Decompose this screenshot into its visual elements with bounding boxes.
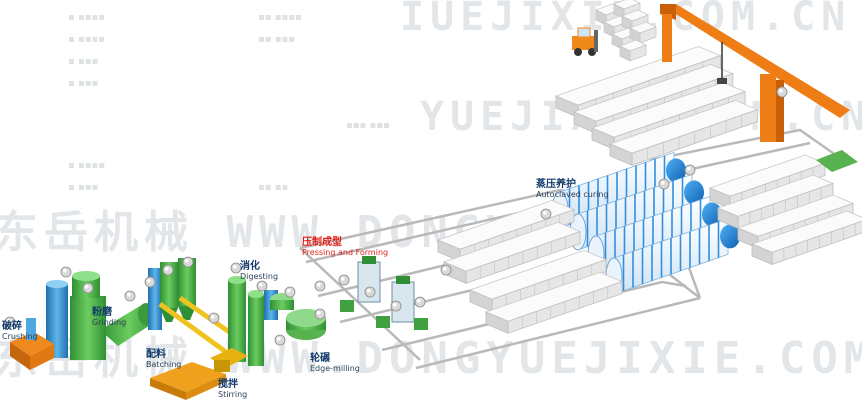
forklift-icon bbox=[572, 27, 598, 56]
process-number-badge-icon bbox=[658, 178, 670, 190]
autoclave-group bbox=[551, 151, 740, 295]
process-number-badge-icon bbox=[82, 282, 94, 294]
watermark-bottom: 东岳机械 WWW.DONGYUEJIXIE.COM.CN bbox=[0, 333, 862, 384]
process-number-badge-icon bbox=[314, 280, 326, 292]
faded-legend-text: ▪ ▪▪▪ bbox=[68, 78, 99, 89]
brick-stack-icon bbox=[608, 100, 759, 166]
green-brick-stacks bbox=[436, 199, 624, 334]
process-number-badge-icon bbox=[338, 274, 350, 286]
rail-track bbox=[299, 247, 421, 361]
faded-legend-text: ▪ ▪▪▪ bbox=[68, 182, 99, 193]
brick-stack-icon bbox=[595, 0, 657, 62]
process-number-badge-icon bbox=[230, 262, 242, 274]
grinding-mill-icon bbox=[46, 271, 158, 360]
brick-stack-icon bbox=[750, 210, 862, 266]
rail-track bbox=[381, 280, 687, 352]
faded-legend-text: ▪ ▪▪▪▪ bbox=[68, 12, 106, 23]
process-number-badge-icon bbox=[256, 280, 268, 292]
gantry-crane-icon bbox=[660, 4, 850, 142]
process-number-badge-icon bbox=[208, 312, 220, 324]
process-number-badge-icon bbox=[540, 208, 552, 220]
process-number-badge-icon bbox=[144, 276, 156, 288]
faded-legend-text: ▪▪ ▪▪▪ bbox=[258, 34, 296, 45]
digester-icon bbox=[228, 276, 278, 366]
process-number-badge-icon bbox=[162, 264, 174, 276]
brick-stack-icon bbox=[484, 271, 624, 334]
process-number-badge-icon bbox=[182, 256, 194, 268]
process-number-badge-icon bbox=[274, 334, 286, 346]
process-number-badge-icon bbox=[4, 316, 16, 328]
faded-legend-text: ▪ ▪▪▪ bbox=[68, 56, 99, 67]
cured-brick-stacks bbox=[708, 154, 862, 266]
finished-brick-stacks bbox=[554, 46, 759, 166]
brick-stack-icon bbox=[468, 249, 608, 312]
rail-track bbox=[649, 128, 851, 167]
stirrer-icon bbox=[210, 348, 248, 372]
faded-legend-text: ▪ ▪▪▪▪ bbox=[68, 160, 106, 171]
brick-block bbox=[619, 39, 647, 62]
faded-legend-text: ▪ ▪▪▪▪ bbox=[68, 34, 106, 45]
process-number-badge-icon bbox=[390, 300, 402, 312]
process-number-badge-icon bbox=[284, 286, 296, 298]
process-number-badge-icon bbox=[414, 296, 426, 308]
process-number-badge-icon bbox=[776, 86, 788, 98]
process-number-badge-icon bbox=[124, 290, 136, 302]
process-number-badge-icon bbox=[364, 286, 376, 298]
rail-track bbox=[415, 296, 701, 370]
brick-stack-icon bbox=[716, 174, 835, 230]
faded-legend-text: ▪▪▪ ▪▪▪ bbox=[346, 120, 390, 131]
process-number-badges bbox=[4, 86, 788, 346]
process-number-badge-icon bbox=[684, 164, 696, 176]
process-number-badge-icon bbox=[314, 308, 326, 320]
brick-press-icon bbox=[340, 256, 428, 330]
transfer-car bbox=[816, 150, 858, 172]
brick-stack-icon bbox=[442, 221, 582, 284]
faded-legend-text: ▪▪ ▪▪▪▪ bbox=[258, 12, 302, 23]
batching-hopper-icon bbox=[148, 258, 226, 400]
process-number-badge-icon bbox=[440, 264, 452, 276]
crushing-machine-icon bbox=[10, 318, 54, 370]
faded-legend-text: ▪▪ ▪▪ bbox=[258, 182, 289, 193]
process-number-badge-icon bbox=[60, 266, 72, 278]
